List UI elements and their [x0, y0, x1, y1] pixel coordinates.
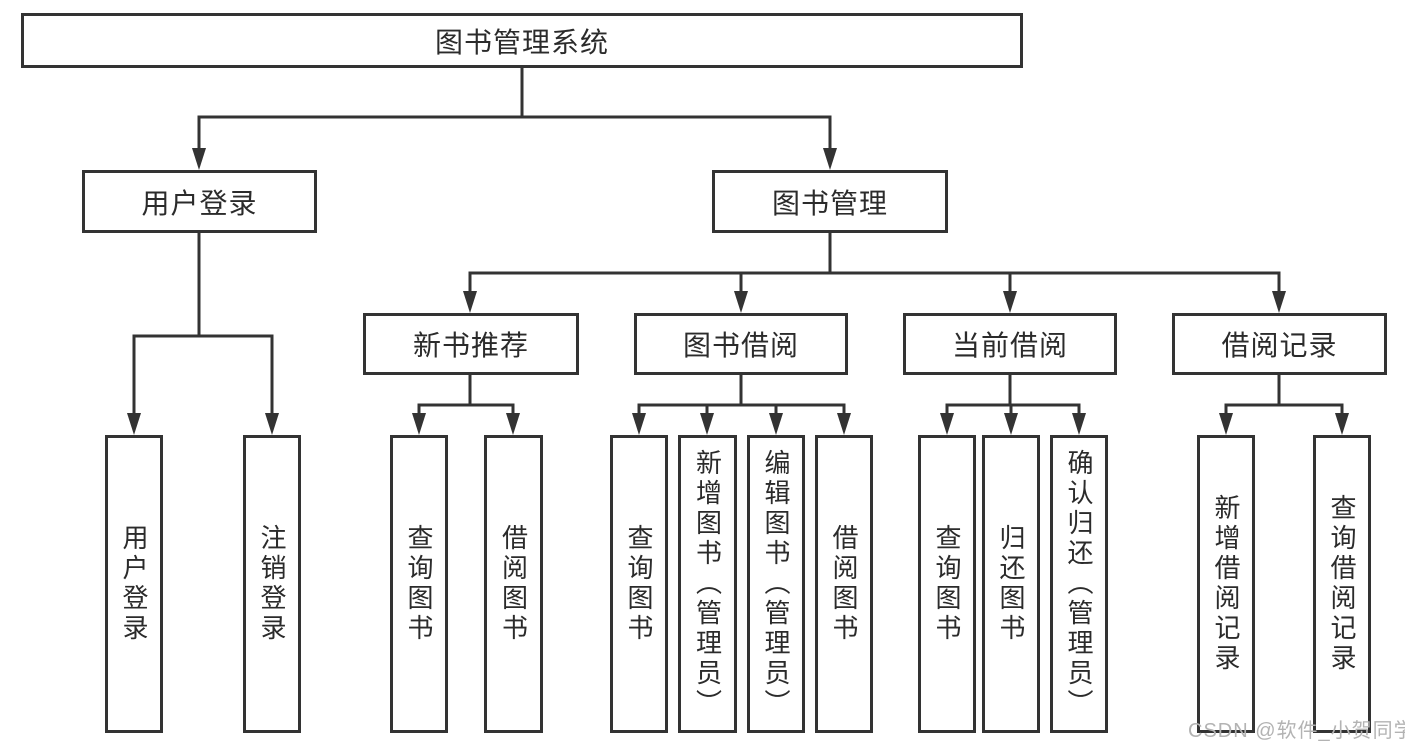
- node-current-borrowing-label: 当前借阅: [951, 330, 1068, 361]
- leaf-query-books-recommend-label: 查询图书: [404, 524, 434, 644]
- node-borrowing-records: 借阅记录: [1172, 313, 1387, 375]
- node-book-management: 图书管理: [712, 170, 948, 233]
- leaf-return-books: 归还图书: [982, 435, 1040, 733]
- leaf-query-borrow-record: 查询借阅记录: [1313, 435, 1371, 733]
- leaf-query-books-current: 查询图书: [918, 435, 976, 733]
- node-user-login: 用户登录: [82, 170, 317, 233]
- leaf-confirm-return-admin: 确认归还（管理员）: [1050, 435, 1108, 733]
- leaf-add-borrow-record-label: 新增借阅记录: [1211, 494, 1241, 674]
- leaf-query-books-borrowing: 查询图书: [610, 435, 668, 733]
- leaf-query-books-current-label: 查询图书: [932, 524, 962, 644]
- leaf-borrow-books-recommend-label: 借阅图书: [498, 524, 529, 644]
- leaf-query-books-recommend: 查询图书: [390, 435, 448, 733]
- connector-book-borrowing-to-leaves: [637, 375, 846, 416]
- leaf-borrow-books-borrowing: 借阅图书: [815, 435, 873, 733]
- leaf-add-book-admin-label: 新增图书（管理员）: [692, 449, 723, 719]
- leaf-borrow-books-borrowing-label: 借阅图书: [829, 524, 859, 644]
- connector-user-login-to-leaves: [132, 233, 274, 416]
- node-new-book-recommendation-label: 新书推荐: [412, 330, 529, 361]
- leaf-borrow-books-recommend: 借阅图书: [484, 435, 543, 733]
- csdn-watermark: CSDN @软件_小贺同学: [1188, 720, 1405, 742]
- leaf-edit-book-admin: 编辑图书（管理员）: [747, 435, 805, 733]
- node-new-book-recommendation: 新书推荐: [363, 313, 579, 375]
- node-root: 图书管理系统: [21, 13, 1023, 68]
- node-current-borrowing: 当前借阅: [903, 313, 1117, 375]
- connector-book-management-to-level3: [468, 233, 1281, 295]
- leaf-confirm-return-admin-label: 确认归还（管理员）: [1064, 449, 1094, 719]
- connector-borrowing-records-to-leaves: [1224, 375, 1344, 416]
- leaf-return-books-label: 归还图书: [996, 524, 1026, 644]
- leaf-add-book-admin: 新增图书（管理员）: [678, 435, 737, 733]
- node-root-label: 图书管理系统: [434, 26, 609, 58]
- node-book-borrowing-label: 图书借阅: [682, 330, 799, 361]
- leaf-logout-label: 注销登录: [257, 524, 287, 644]
- leaf-query-borrow-record-label: 查询借阅记录: [1327, 494, 1357, 674]
- leaf-add-borrow-record: 新增借阅记录: [1197, 435, 1255, 733]
- node-user-login-label: 用户登录: [141, 187, 258, 219]
- node-borrowing-records-label: 借阅记录: [1221, 330, 1338, 361]
- leaf-user-login: 用户登录: [105, 435, 163, 733]
- connector-current-borrowing-to-leaves: [945, 375, 1081, 416]
- connector-new-book-recommendation-to-leaves: [417, 375, 515, 416]
- leaf-logout: 注销登录: [243, 435, 301, 733]
- leaf-edit-book-admin-label: 编辑图书（管理员）: [761, 449, 791, 719]
- connector-root-to-level2: [197, 68, 832, 152]
- node-book-management-label: 图书管理: [771, 187, 888, 219]
- leaf-query-books-borrowing-label: 查询图书: [624, 524, 654, 644]
- node-book-borrowing: 图书借阅: [634, 313, 848, 375]
- leaf-user-login-label: 用户登录: [119, 524, 149, 644]
